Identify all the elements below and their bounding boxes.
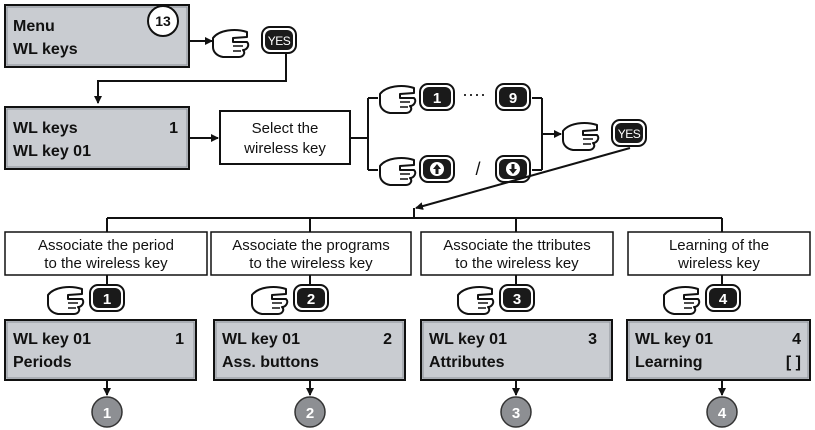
select-box-line2: wireless key [243,140,326,157]
yes-key-label: YES [268,34,291,48]
branch-2-lcd: WL key 01 2 Ass. buttons [213,319,406,381]
branch-4-step-badge: 4 [706,396,738,428]
press-yes-top[interactable]: YES [212,26,297,58]
pointing-hand-icon [379,157,417,186]
pointing-hand-icon [457,286,495,315]
down-arrow-key[interactable] [495,155,531,183]
branch-4-key[interactable]: 4 [705,284,741,312]
svg-text:4: 4 [719,291,728,308]
branch-3-lcd: WL key 01 3 Attributes [420,319,613,381]
branch-2-step-badge: 2 [294,396,326,428]
select-wireless-key-box: Select the wireless key [219,110,351,165]
branch-4-lcd: WL key 01 4 Learning [ ] [626,319,811,381]
pointing-hand-icon [251,286,289,315]
branch-2-key[interactable]: 2 [293,284,329,312]
branch-1-key[interactable]: 1 [89,284,125,312]
branch-2-desc-line1: Associate the programs [232,237,390,254]
svg-text:WL key 01: WL key 01 [635,331,713,348]
up-arrow-key[interactable] [419,155,455,183]
branch-3-step-badge: 3 [500,396,532,428]
svg-text:3: 3 [512,405,520,422]
svg-text:1: 1 [103,405,111,422]
svg-text:4: 4 [718,405,727,422]
svg-text:Periods: Periods [13,354,72,371]
key-9[interactable]: 9 [495,83,531,111]
branch-4-desc-line1: Learning of the [669,237,769,254]
branch-3-key[interactable]: 3 [499,284,535,312]
svg-text:13: 13 [155,13,171,29]
branch-4-desc-line2: wireless key [677,255,760,272]
pointing-hand-icon [562,122,600,151]
svg-text:1: 1 [103,291,111,308]
svg-text:9: 9 [509,90,517,107]
svg-text:Learning: Learning [635,354,703,371]
branch-3: Associate the ttributes to the wireless … [420,218,614,428]
arrow [415,147,631,210]
step-13-badge: 13 [147,5,179,37]
svg-text:2: 2 [383,331,392,348]
branch-1-lcd: WL key 01 1 Periods [4,319,197,381]
svg-text:3: 3 [513,291,521,308]
top-lcd-line1: Menu [13,18,55,35]
pointing-hand-icon [663,286,701,315]
top-lcd-line2: WL keys [13,41,78,58]
svg-text:1: 1 [433,90,441,107]
svg-text:[ ]: [ ] [786,354,801,371]
branch-1: Associate the period to the wireless key… [4,218,208,428]
wl-keys-lcd: WL keys 1 WL key 01 [4,106,190,170]
svg-text:4: 4 [792,331,801,348]
branch-1-desc-line2: to the wireless key [44,255,168,272]
branch-3-desc-line2: to the wireless key [455,255,579,272]
branch-3-desc-line1: Associate the ttributes [443,237,591,254]
arrow [94,54,287,104]
svg-text:WL key 01: WL key 01 [429,331,507,348]
ellipsis: ···· [462,84,486,104]
svg-text:3: 3 [588,331,597,348]
svg-text:2: 2 [307,291,315,308]
branch-2: Associate the programs to the wireless k… [210,218,412,428]
select-box-line1: Select the [252,120,319,137]
svg-text:Ass. buttons: Ass. buttons [222,354,319,371]
branch-1-step-badge: 1 [91,396,123,428]
pointing-hand-icon [379,85,417,114]
svg-text:WL key 01: WL key 01 [13,331,91,348]
wl-lcd-line1: WL keys [13,120,78,137]
separator: / [475,159,480,179]
svg-text:2: 2 [306,405,314,422]
yes-key-label: YES [618,127,641,141]
svg-text:1: 1 [175,331,184,348]
svg-text:WL key 01: WL key 01 [222,331,300,348]
wl-lcd-line2: WL key 01 [13,143,91,160]
key-1[interactable]: 1 [419,83,455,111]
arrow-keys-branch: / [379,155,531,186]
branch-4: Learning of the wireless key 4 WL key 01… [626,218,811,428]
wl-lcd-number: 1 [169,120,178,137]
press-yes-middle[interactable]: YES [562,119,647,151]
pointing-hand-icon [47,286,85,315]
branch-2-desc-line2: to the wireless key [249,255,373,272]
pointing-hand-icon [212,29,250,58]
top-lcd: Menu WL keys 13 [4,4,190,68]
svg-text:Attributes: Attributes [429,354,505,371]
number-keys-branch: 1 ···· 9 [379,83,531,114]
branch-1-desc-line1: Associate the period [38,237,174,254]
